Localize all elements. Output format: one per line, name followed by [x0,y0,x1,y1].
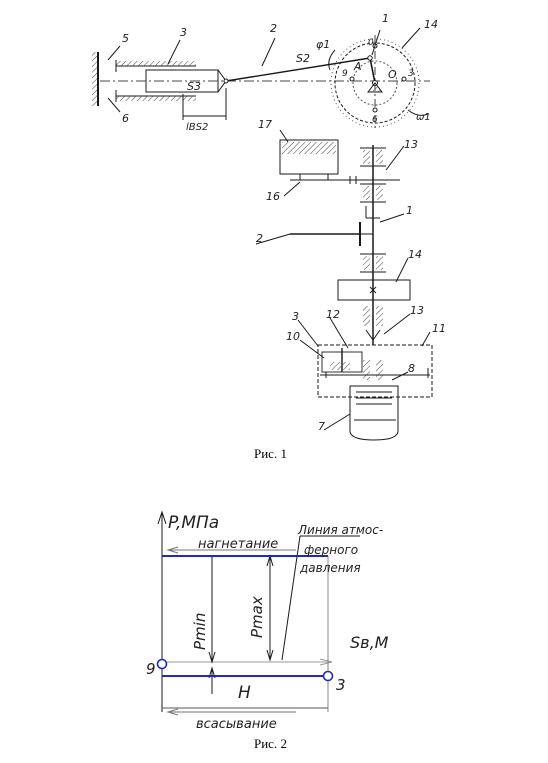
atm-line-label-1: Линия атмос- [297,523,383,537]
label-p9: 9 [342,69,348,79]
label-8: 8 [408,362,415,375]
point-9 [156,658,168,670]
label-10: 10 [286,330,300,343]
label-2: 2 [270,22,277,35]
label-16: 16 [266,190,280,203]
label-lbs2: lBS2 [186,122,208,133]
label-p3: 3 [408,69,414,79]
label-6: 6 [122,112,129,125]
crank-arm [369,57,376,84]
kinematic-scheme [255,129,433,441]
label-p0: 0 [368,38,374,48]
slider-crank-labels: 1 14 2 3 5 6 S2 φ1 S3 lBS2 A O 9 3 6 0 ω… [122,12,438,133]
label-3: 3 [180,26,187,39]
label-O: O [388,68,397,81]
figure-1-caption: Рис. 1 [254,446,287,461]
phi-arc [328,49,336,71]
gearbox-11 [317,344,433,398]
s-axis-label: Sв,M [350,633,389,652]
atm-line-label-2: ферного [304,543,358,557]
label-12: 12 [326,308,340,321]
label-17: 17 [258,118,272,131]
label-14: 14 [424,18,438,31]
p-axis-label: P,MПа [168,513,219,533]
motor-7 [349,385,399,441]
label-13a: 13 [404,138,418,151]
pressure-labels: P,MПа Sв,M нагнетание всасывание Линия а… [146,513,389,732]
label-1b: 1 [406,204,413,217]
flywheel-14 [337,279,411,301]
point-9-label: 9 [146,660,156,678]
label-3b: 3 [292,310,299,323]
label-A: A [353,60,362,73]
label-7: 7 [318,420,325,433]
discharge-label: нагнетание [198,537,278,552]
label-2b: 2 [256,232,263,245]
h-label: H [238,683,251,703]
figure-1-mechanism: 1 14 2 3 5 6 S2 φ1 S3 lBS2 A O 9 3 6 0 ω… [92,12,446,461]
figure-2-pressure-diagram: P,MПа Sв,M нагнетание всасывание Линия а… [0,490,548,763]
pmax-label: Pmax [248,596,266,638]
atm-line-label-3: давления [299,561,361,575]
suction-label: всасывание [196,717,277,732]
label-14b: 14 [408,248,422,261]
label-omega: ω1 [416,112,431,123]
p-axis-arrow [157,510,167,525]
label-1: 1 [382,12,389,25]
label-s2: S2 [296,52,310,65]
label-5: 5 [122,32,129,45]
wall-hatch [92,52,98,106]
pmin-label: Pmin [191,613,209,650]
kinematic-labels: 17 16 13 1 2 14 3 12 13 11 10 8 7 [256,118,446,433]
omega-arc [407,109,429,116]
connecting-rod [225,57,371,82]
mechanism-drawing: 1 14 2 3 5 6 S2 φ1 S3 lBS2 A O 9 3 6 0 ω… [92,12,446,441]
label-13b: 13 [410,304,424,317]
label-phi1: φ1 [316,38,330,51]
flywheel-teeth [330,38,420,128]
label-s3: S3 [187,80,201,93]
label-11: 11 [432,322,446,335]
point-3 [322,670,334,682]
figure-2-caption: Рис. 2 [254,736,287,751]
point-3-label: 3 [336,676,346,694]
label-p6: 6 [372,115,378,125]
slider-crank-view [92,27,430,130]
pressure-diagram: P,MПа Sв,M нагнетание всасывание Линия а… [146,510,389,732]
